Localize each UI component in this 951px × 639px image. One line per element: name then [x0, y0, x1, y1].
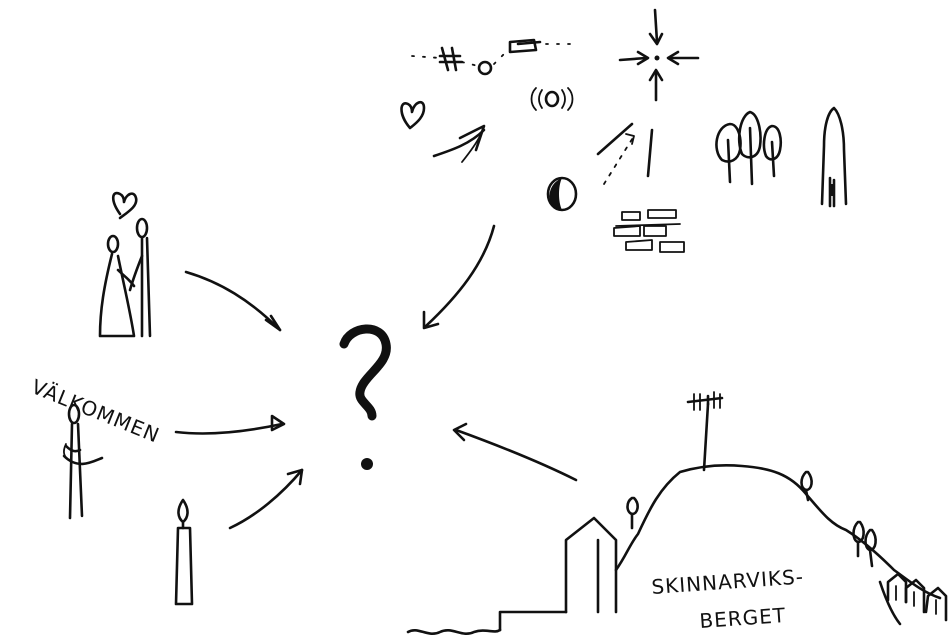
welcome-figure-icon: VÄLKOMMEN	[28, 374, 163, 518]
arrow-from-mountain	[454, 424, 576, 480]
bricks-icon	[614, 210, 684, 252]
place-label-line2: BERGET	[699, 603, 787, 633]
heart-icon	[402, 102, 425, 128]
couple-with-heart-icon	[100, 193, 150, 336]
question-mark-icon	[344, 329, 386, 470]
arrow-from-symbols	[424, 226, 494, 328]
mountain-with-antenna-icon: SKINNARVIKS- BERGET	[408, 392, 946, 634]
place-label-line1: SKINNARVIKS-	[651, 564, 805, 599]
compass-arrows-icon	[620, 10, 698, 100]
arrow-from-welcome	[176, 416, 284, 434]
trees-icon	[716, 112, 780, 184]
light-rays-icon	[598, 124, 652, 184]
moon-icon	[548, 178, 576, 210]
radio-signal-icon	[532, 88, 573, 110]
candle-icon	[176, 500, 192, 604]
arrow-from-couple	[186, 272, 280, 330]
network-nodes-icon	[412, 40, 576, 74]
arrow-from-candle	[230, 470, 302, 528]
welcome-label: VÄLKOMMEN	[28, 374, 163, 447]
obelisk-icon	[822, 108, 846, 206]
arrow-icon	[434, 126, 484, 162]
